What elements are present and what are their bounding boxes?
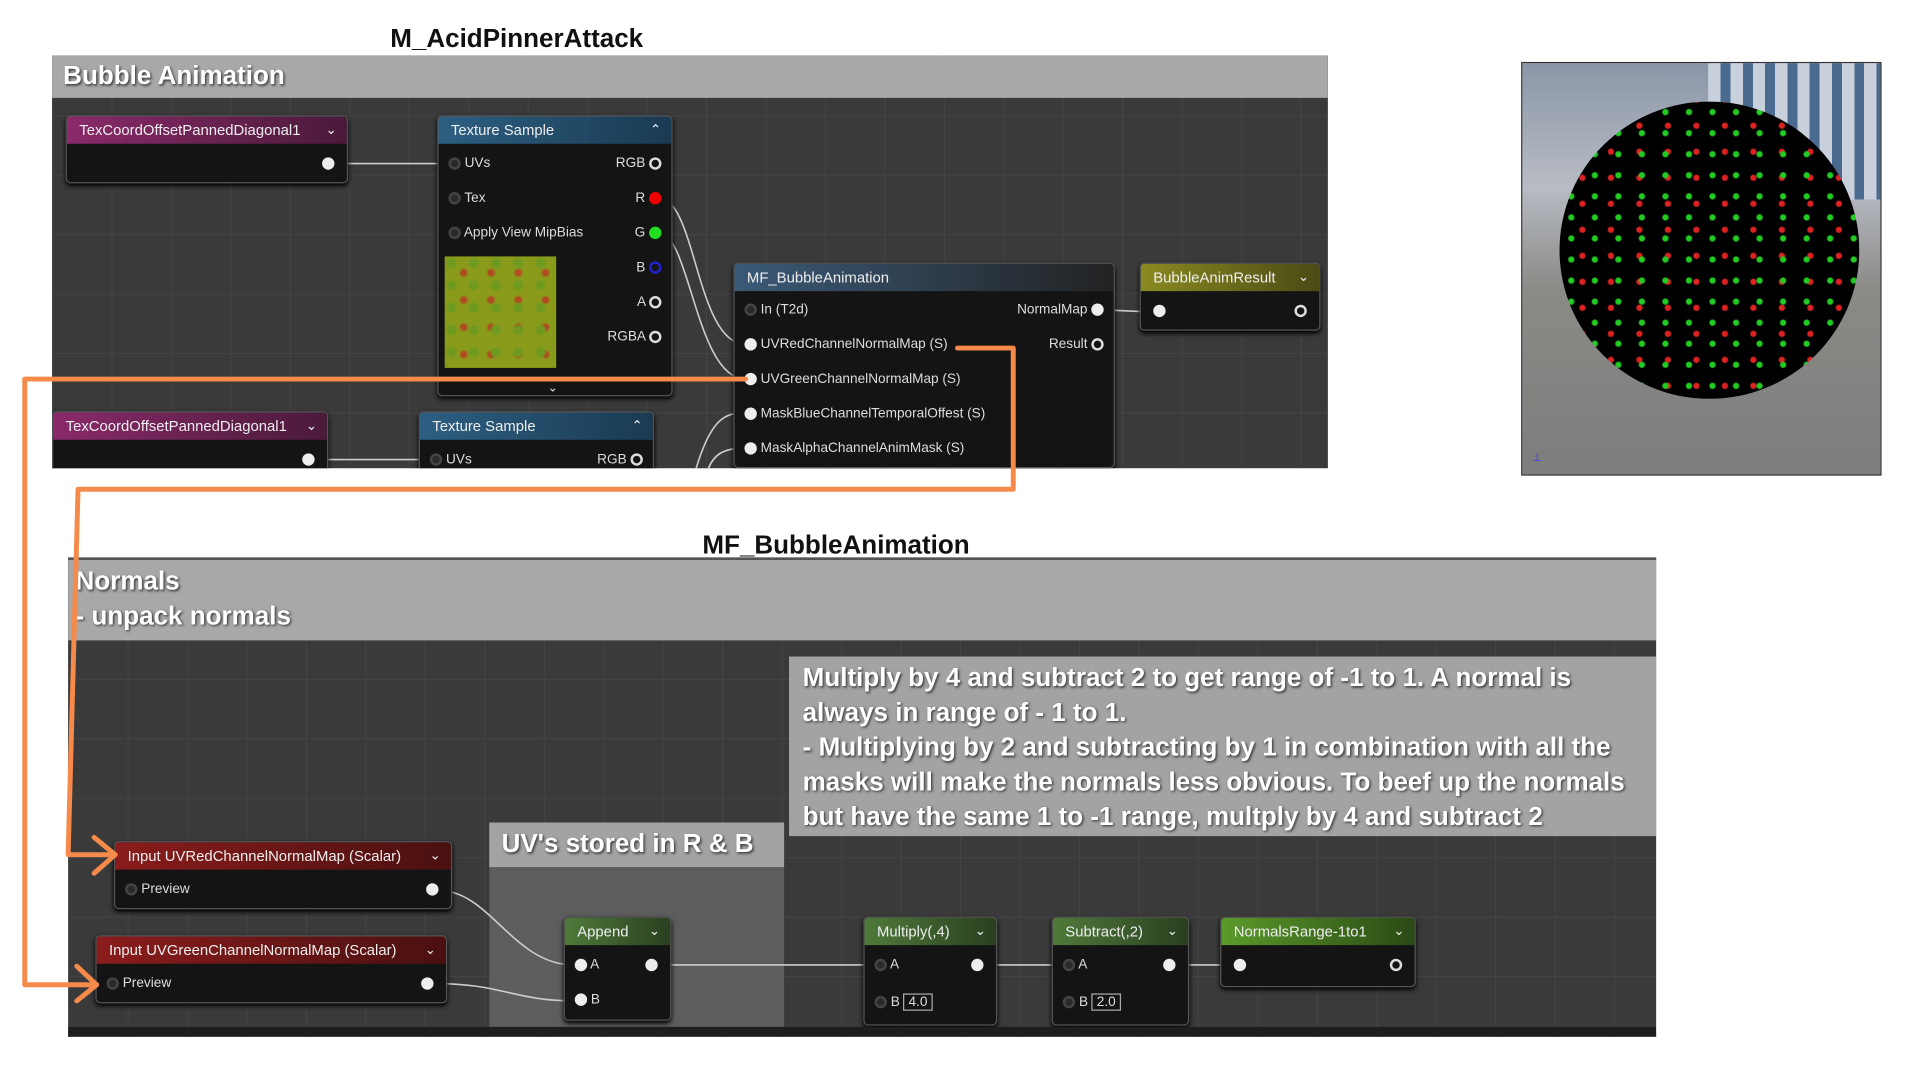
b-value-input[interactable]: 4.0 [903,993,933,1011]
texture-thumbnail [444,256,557,368]
pin-mipbias: Apply View MipBias [463,225,584,241]
material-preview-viewport[interactable]: ⊥ [1521,61,1882,476]
pin-rgb: RGB [597,452,627,467]
append-node[interactable]: Append ⌄ A B [563,916,672,1021]
node-title: Input UVRedChannelNormalMap (Scalar) [127,847,402,865]
b-value-input[interactable]: 2.0 [1091,993,1121,1011]
pin-normalmap: NormalMap [1017,302,1088,318]
wires [434,889,1233,1002]
texture-sample-node-2[interactable]: Texture Sample ⌃ UVs RGB [418,411,655,469]
pin-preview: Preview [122,976,172,991]
function-title: MF_BubbleAnimation [702,531,970,560]
bubble-anim-result-node[interactable]: BubbleAnimResult ⌄ [1139,262,1321,331]
node-title: MF_BubbleAnimation [746,268,890,287]
uv-comment-title: UV's stored in R & B [489,822,785,868]
pin-b: B [890,994,900,1010]
pin-tex: Tex [464,190,486,206]
node-title: Subtract(,2) [1065,922,1143,941]
comment-bubble-animation[interactable]: Bubble Animation [52,55,1328,98]
pin-b: B [1078,994,1089,1010]
pin-maskblue: MaskBlueChannelTemporalOffest (S) [760,406,986,422]
note-line: always in range of - 1 to 1. [802,698,1127,728]
texcoord-node-1[interactable]: TexCoordOffsetPannedDiagonal1 ⌄ [65,115,349,184]
node-title: NormalsRange-1to1 [1233,922,1367,941]
function-graph[interactable]: Normals - unpack normals Multiply by 4 an… [68,557,1657,1037]
mf-bubble-animation-node[interactable]: MF_BubbleAnimation In (T2d) UVRedChannel… [733,262,1115,469]
input-uvred-node[interactable]: Input UVRedChannelNormalMap (Scalar) ⌄ Pr… [113,841,453,910]
comment-line: Normals [75,567,180,596]
chevron-up-icon[interactable]: ⌃ [650,122,662,138]
chevron-down-icon[interactable]: ⌄ [1297,270,1310,285]
arrow-green-channel [22,376,749,988]
arrow-red-channel [65,345,1016,858]
chevron-up-icon[interactable]: ⌃ [631,418,643,434]
pin-a: A [889,957,900,973]
pin-uvs: UVs [446,452,472,467]
node-title: Input UVGreenChannelNormalMap (Scalar) [109,941,397,959]
pin-uvred: UVRedChannelNormalMap (S) [760,336,948,352]
material-title: M_AcidPinnerAttack [390,24,644,54]
pin-rgb: RGB [615,156,646,171]
pin-rgba: RGBA [607,329,646,345]
comment-line: - unpack normals [75,602,291,631]
texture-sample-node-1[interactable]: Texture Sample ⌃ UVs Tex Apply View MipBi… [437,115,673,397]
chevron-down-icon[interactable]: ⌄ [305,418,318,434]
texcoord-node-2[interactable]: TexCoordOffsetPannedDiagonal1 ⌄ [52,411,329,469]
axis-gizmo-icon: ⊥ [1532,450,1542,464]
note-line: Multiply by 4 and subtract 2 to get rang… [802,663,1572,693]
node-title: BubbleAnimResult [1153,268,1276,287]
pin-a: A [590,957,600,973]
output-pin[interactable] [322,157,335,170]
chevron-down-icon[interactable]: ⌄ [325,122,337,138]
material-graph[interactable]: Bubble Animation TexCoordOffsetPannedDia… [52,55,1328,469]
note-line: masks will make the normals less obvious… [802,767,1625,797]
pin-result: Result [1048,336,1088,352]
note-comment[interactable]: Multiply by 4 and subtract 2 to get rang… [789,656,1657,837]
chevron-down-icon[interactable]: ⌄ [424,942,437,958]
input-uvgreen-node[interactable]: Input UVGreenChannelNormalMap (Scalar)⌄ … [95,935,448,1004]
node-title: Multiply(,4) [876,922,950,941]
pin-uvgreen: UVGreenChannelNormalMap (S) [760,371,961,387]
preview-sphere [1559,101,1860,399]
pin-preview: Preview [141,881,190,897]
chevron-down-icon[interactable]: ⌄ [1166,924,1179,939]
chevron-down-icon[interactable]: ⌄ [648,924,661,939]
pin-b: B [636,260,646,275]
pin-r: R [635,190,646,206]
node-title: TexCoordOffsetPannedDiagonal1 [79,121,301,139]
node-title: Texture Sample [432,417,536,435]
node-title: Append [577,922,629,941]
comment-normals[interactable]: Normals - unpack normals [68,559,1657,641]
pin-b: B [590,992,601,1008]
chevron-down-icon[interactable]: ⌄ [429,848,441,864]
chevron-down-icon[interactable]: ⌄ [974,924,987,939]
pin-maskalpha: MaskAlphaChannelAnimMask (S) [760,440,965,456]
pin-a: A [1078,957,1088,973]
normals-range-node[interactable]: NormalsRange-1to1 ⌄ [1220,916,1416,988]
node-title: TexCoordOffsetPannedDiagonal1 [65,417,287,435]
pin-a: A [636,294,646,310]
chevron-down-icon[interactable]: ⌄ [547,381,558,396]
note-line: but have the same 1 to -1 range, multply… [802,802,1543,832]
note-line: - Multiplying by 2 and subtracting by 1 … [802,733,1611,762]
pin-uvs: UVs [464,156,491,171]
node-title: Texture Sample [450,121,555,139]
graph-bottom-bar [68,1026,1657,1037]
pin-g: G [634,225,646,241]
pin-in: In (T2d) [760,302,809,318]
chevron-down-icon[interactable]: ⌄ [1393,924,1405,939]
